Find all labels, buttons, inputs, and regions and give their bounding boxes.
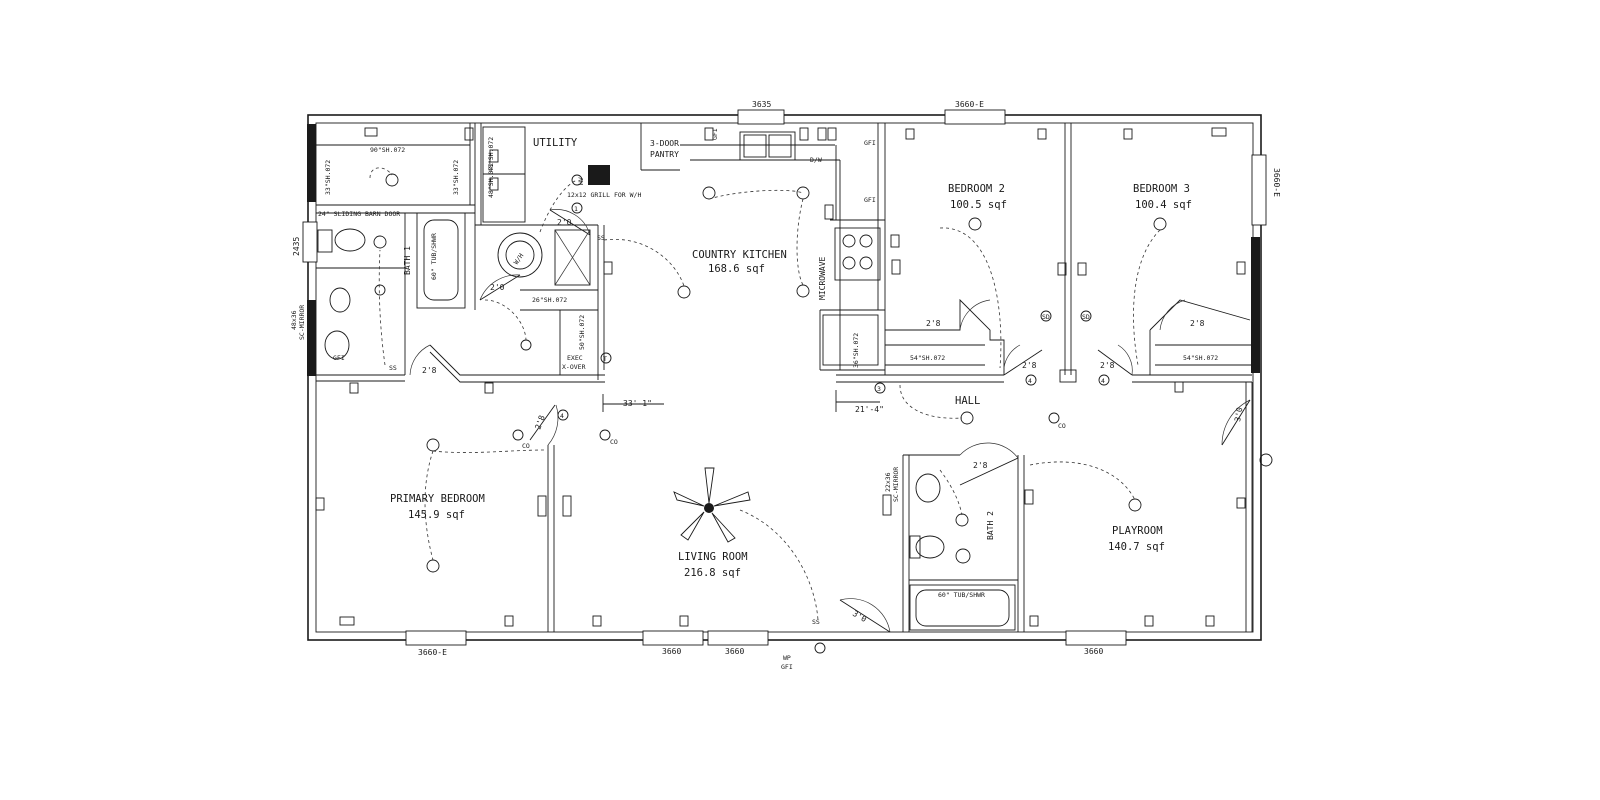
wiring: [369, 167, 1161, 621]
note-ss-bath1: SS: [389, 364, 397, 372]
note-door-b2: 2'8: [926, 319, 941, 328]
note-dim-left: 33'-1": [623, 399, 652, 408]
window-label-bottom-mid1: 3660: [662, 647, 681, 656]
bath2-label: BATH 2: [986, 511, 995, 540]
window-label-top-center: 3635: [752, 100, 771, 109]
note-shelf-54a: 54"SH.072: [910, 354, 945, 362]
bedroom3-area: 100.4 sqf: [1135, 199, 1192, 211]
note-mirror-left-1: 48x36: [290, 310, 298, 330]
note-sd-1: SD: [1042, 313, 1050, 321]
note-co-3: CO: [1058, 422, 1066, 430]
playroom-area: 140.7 sqf: [1108, 541, 1165, 553]
annotations: 90"SH.072 33"SH.072 33"SH.072 24" SLIDIN…: [290, 128, 1245, 671]
note-door-hall1: 2'8: [1022, 361, 1037, 370]
note-dw: D/W: [810, 156, 822, 164]
note-shelf-util-1: 48"SH.072: [487, 137, 495, 172]
note-shelf-36: 36"SH.072: [852, 333, 860, 368]
note-door-util: 2'0: [557, 218, 572, 227]
note-exec-2: X-OVER: [562, 363, 586, 371]
exterior-walls: [307, 114, 1262, 641]
note-gfi-range: GFI: [864, 139, 876, 147]
bath1-label: BATH 1: [403, 246, 412, 275]
kitchen-name: COUNTRY KITCHEN: [692, 249, 787, 261]
note-num4-b: 4: [1028, 377, 1032, 385]
interior-walls: [316, 123, 1253, 632]
note-shelf-left: 33"SH.072: [324, 160, 332, 195]
windows: [302, 109, 1267, 646]
note-door-hall2: 2'8: [1100, 361, 1115, 370]
window-label-bottom-left: 3660-E: [418, 648, 447, 657]
door-swings: [409, 209, 1251, 633]
note-hv: HV: [577, 177, 585, 185]
playroom-name: PLAYROOM: [1112, 525, 1163, 537]
bedroom2-name: BEDROOM 2: [948, 183, 1005, 195]
note-gfi-kitchen: GFI: [711, 128, 719, 140]
living-name: LIVING ROOM: [678, 551, 748, 563]
note-sd-2: SD: [1082, 313, 1090, 321]
outlets: [315, 127, 1246, 627]
lights: [373, 173, 1167, 573]
bedroom2-area: 100.5 sqf: [950, 199, 1007, 211]
window-label-bottom-mid2: 3660: [725, 647, 744, 656]
note-door-util2: 2'0: [490, 283, 505, 292]
note-gfi-out: GFI: [781, 663, 793, 671]
note-mirror-b2-1: 22x36: [884, 472, 892, 492]
window-label-top-right: 3660-E: [955, 100, 984, 109]
fixtures: [317, 131, 1273, 654]
window-label-right: 3660-E: [1272, 168, 1281, 197]
window-label-left: 2435: [292, 237, 301, 256]
utility-label: UTILITY: [533, 137, 578, 149]
note-door-entry: 3'0: [851, 609, 868, 624]
pantry-label-1: 3-DOOR: [650, 139, 679, 148]
living-area: 216.8 sqf: [684, 567, 741, 579]
note-num4-c: 4: [1101, 377, 1105, 385]
note-exec-1: EXEC: [567, 354, 583, 362]
primary-name: PRIMARY BEDROOM: [390, 493, 485, 505]
note-door-side: 3'0: [1233, 406, 1244, 422]
note-tub2: 60" TUB/SHWR: [938, 591, 985, 599]
dimension-lines: [602, 390, 880, 412]
note-co-2: CO: [610, 438, 618, 446]
note-ss-entry: SS: [812, 618, 820, 626]
note-water-heater: W/H: [512, 252, 525, 266]
note-num1: 1: [574, 205, 578, 213]
note-shelf-54b: 54"SH.072: [1183, 354, 1218, 362]
window-label-bottom-right: 3660: [1084, 647, 1103, 656]
note-num4-a: 4: [560, 412, 564, 420]
note-door-bath1: 2'8: [422, 366, 437, 375]
note-gfi-bath1: GFI: [333, 354, 345, 362]
hall-label: HALL: [955, 395, 980, 407]
note-tub1: 60" TUB/SHWR: [430, 233, 438, 280]
note-gfi-side: GFI: [864, 196, 876, 204]
window-labels: 3635 3660-E 3660-E 2435 3660-E 3660 3660…: [292, 100, 1281, 657]
note-door-primary: 2'8: [533, 414, 546, 431]
note-wp: WP: [783, 654, 791, 662]
note-shelf-26: 26"SH.072: [532, 296, 567, 304]
note-dim-right: 21'-4": [855, 405, 884, 414]
note-co-1: CO: [522, 442, 530, 450]
note-microwave: MICROWAVE: [818, 256, 827, 300]
note-shelf-util-2: 48"SH.072: [487, 163, 495, 198]
bedroom3-name: BEDROOM 3: [1133, 183, 1190, 195]
note-door-bath2: 2'8: [973, 461, 988, 470]
note-barn-door: 24" SLIDING BARN DOOR: [318, 210, 400, 218]
note-grill: 12x12 GRILL FOR W/H: [567, 191, 641, 199]
room-labels: UTILITY 3-DOOR PANTRY COUNTRY KITCHEN 16…: [390, 137, 1192, 579]
note-door-b3: 2'8: [1190, 319, 1205, 328]
note-shelf-right: 33"SH.072: [452, 160, 460, 195]
note-num3: 3: [877, 385, 881, 393]
primary-area: 145.9 sqf: [408, 509, 465, 521]
note-shelf-top: 90"SH.072: [370, 146, 405, 154]
kitchen-area: 168.6 sqf: [708, 263, 765, 275]
pantry-label-2: PANTRY: [650, 150, 679, 159]
note-mirror-b2-2: SC-MIRROR: [892, 467, 900, 502]
note-ss-kitchen: SS: [597, 234, 605, 242]
note-t: T: [603, 355, 607, 363]
note-mirror-left-2: SC-MIRROR: [298, 305, 306, 340]
note-shelf-50: 50"SH.072: [578, 315, 586, 350]
